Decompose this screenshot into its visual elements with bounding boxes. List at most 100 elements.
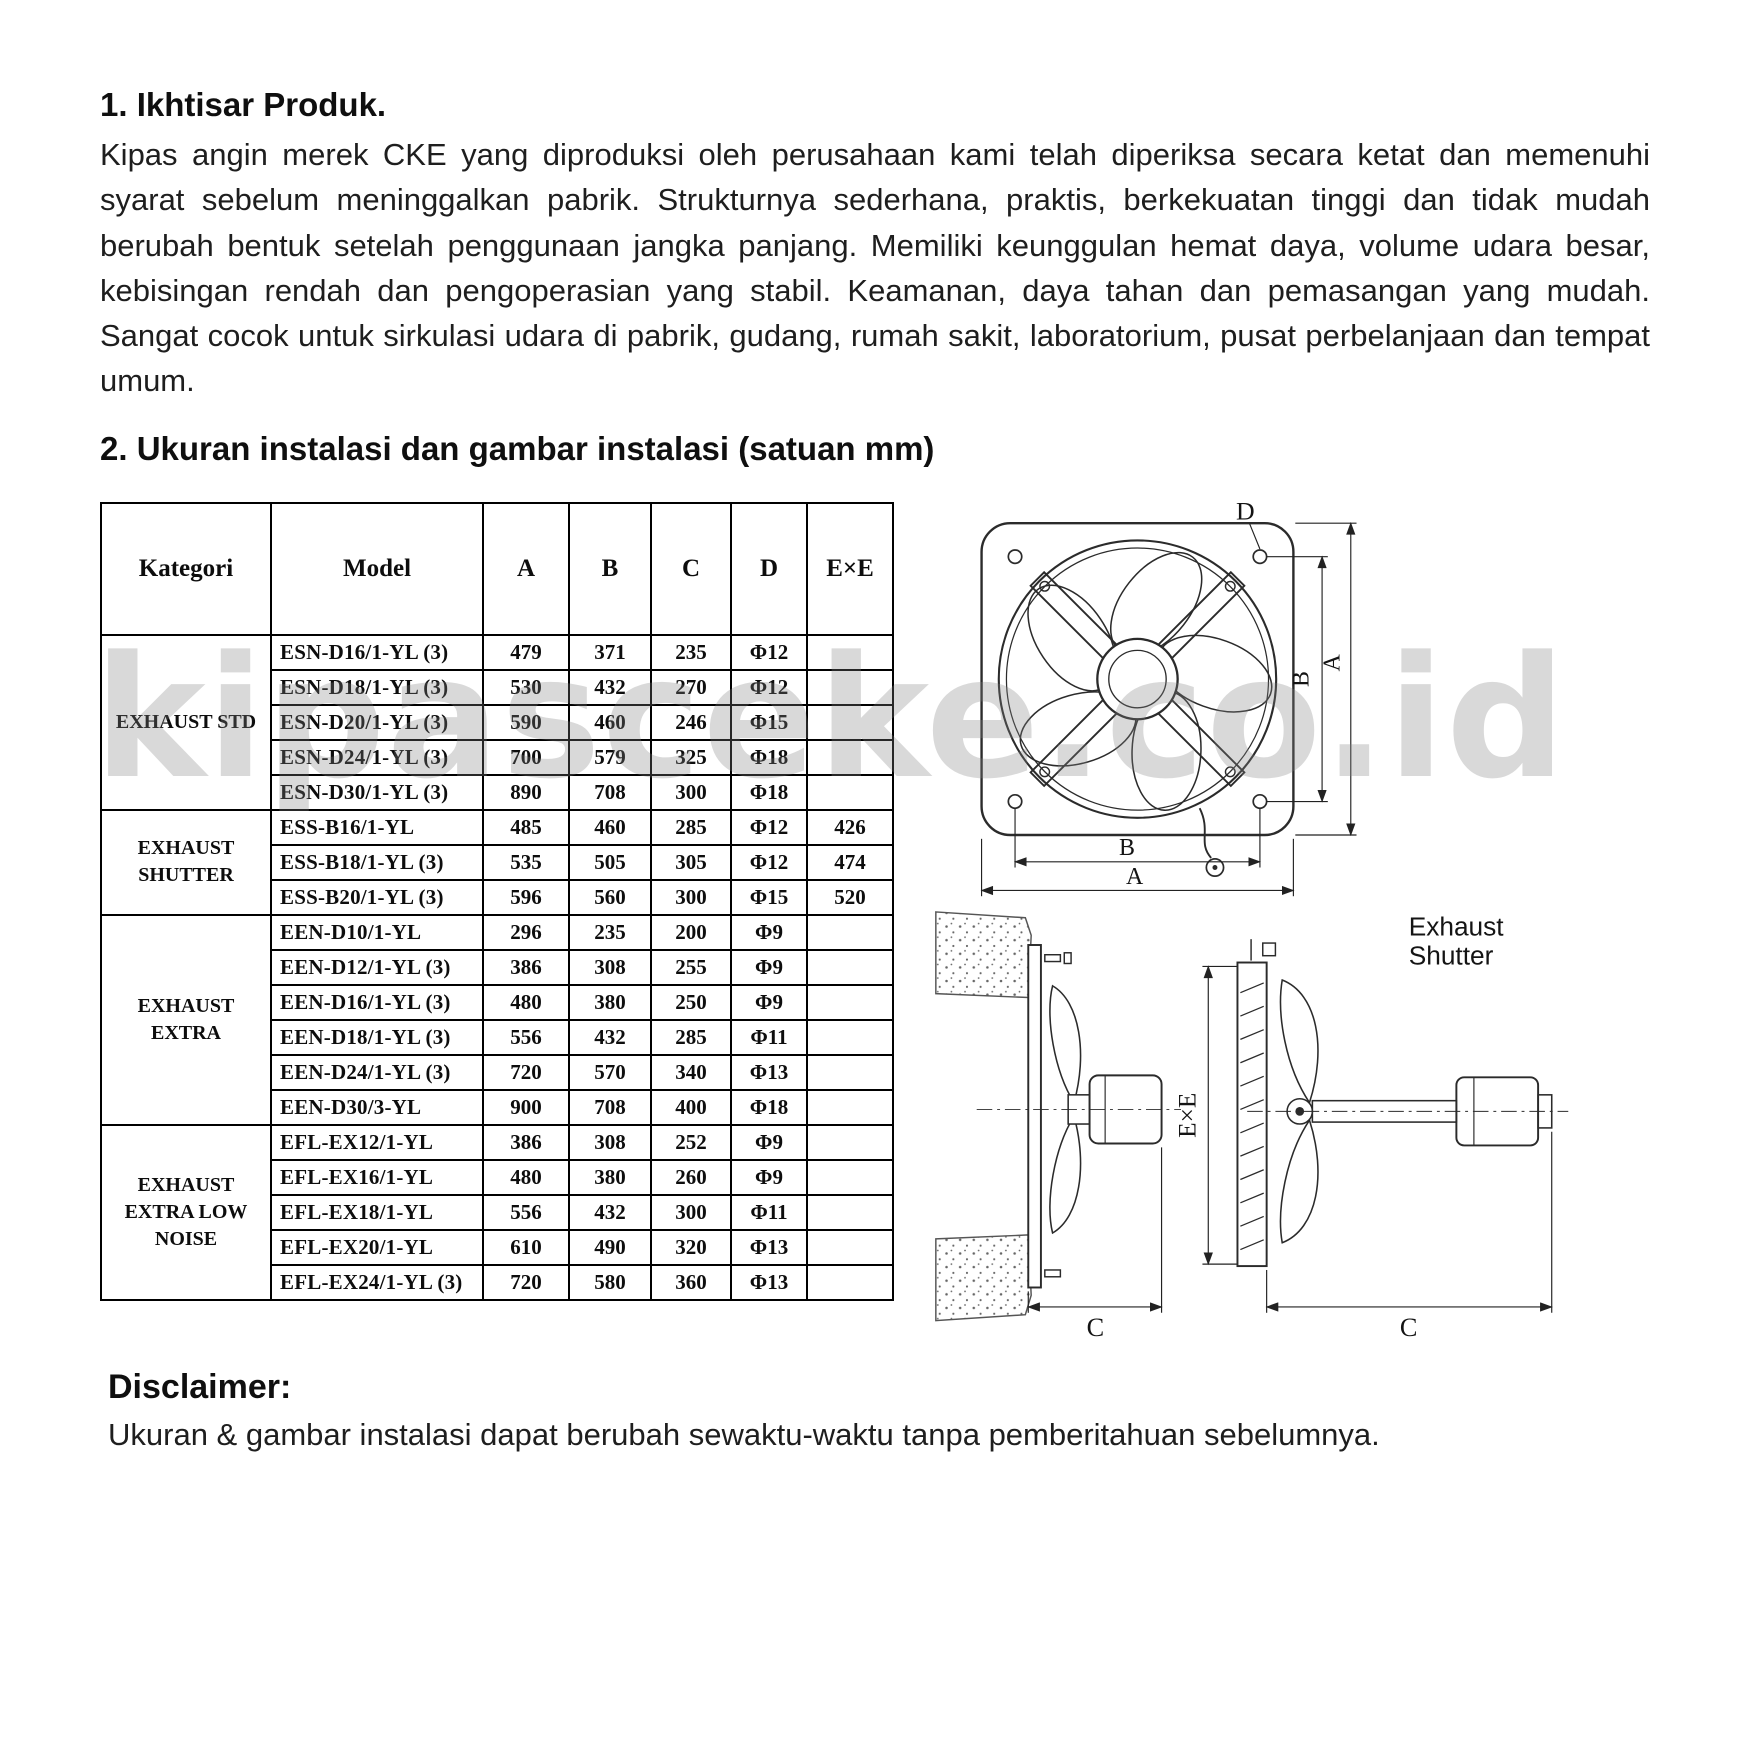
shutter-frame	[1236, 961, 1268, 1267]
dim-b-cell: 371	[568, 633, 652, 671]
dim-b-cell: 380	[568, 983, 652, 1021]
motor-body-right	[1455, 1075, 1540, 1146]
dim-b-cell: 505	[568, 843, 652, 881]
dim-c-cell: 320	[650, 1228, 732, 1266]
hub-right-center	[1295, 1106, 1305, 1116]
dim-a-cell: 590	[482, 703, 570, 741]
disclaimer-body: Ukuran & gambar instalasi dapat berubah …	[108, 1416, 1380, 1452]
cord-plug-dot	[1212, 864, 1218, 870]
dim-label-exe: E×E	[1174, 1092, 1202, 1137]
dim-b-cell: 432	[568, 1193, 652, 1231]
fan-mounting-plate	[980, 521, 1295, 836]
dim-d-cell: Φ9	[730, 983, 808, 1021]
dim-d-cell: Φ12	[730, 843, 808, 881]
dim-b-cell: 708	[568, 773, 652, 811]
model-cell: EEN-D24/1-YL (3)	[270, 1053, 484, 1091]
model-cell: ESS-B18/1-YL (3)	[270, 843, 484, 881]
col-header-a: A	[482, 501, 570, 636]
dim-c-cell: 360	[650, 1263, 732, 1301]
dim-c-cell: 246	[650, 703, 732, 741]
dim-b-cell: 432	[568, 668, 652, 706]
power-cord	[1198, 807, 1212, 859]
dim-a-cell: 485	[482, 808, 570, 846]
mounting-bolts	[1044, 951, 1072, 1278]
model-cell: EEN-D12/1-YL (3)	[270, 948, 484, 986]
dim-exe-cell: 520	[806, 878, 894, 916]
dim-label-c-right: C	[1400, 1313, 1418, 1342]
dim-b-cell: 560	[568, 878, 652, 916]
model-cell: EEN-D30/3-YL	[270, 1088, 484, 1126]
dim-exe-cell	[806, 1018, 894, 1056]
dim-c-cell: 270	[650, 668, 732, 706]
col-header-exe: E×E	[806, 501, 894, 636]
dim-a-cell: 610	[482, 1228, 570, 1266]
dim-exe-cell	[806, 1158, 894, 1196]
dim-a-cell: 556	[482, 1193, 570, 1231]
dim-exe-cell	[806, 703, 894, 741]
dim-d-cell: Φ9	[730, 948, 808, 986]
category-cell: EXHAUST SHUTTER	[100, 808, 272, 916]
dim-b-cell: 570	[568, 1053, 652, 1091]
col-header-d: D	[730, 501, 808, 636]
dim-c-cell: 305	[650, 843, 732, 881]
dim-exe-cell: 426	[806, 808, 894, 846]
dim-exe-cell: 474	[806, 843, 894, 881]
dim-label-a-bottom: A	[1126, 863, 1144, 889]
model-cell: ESS-B20/1-YL (3)	[270, 878, 484, 916]
dim-d-cell: Φ18	[730, 1088, 808, 1126]
dim-d-cell: Φ13	[730, 1263, 808, 1301]
model-cell: EEN-D10/1-YL	[270, 913, 484, 951]
model-cell: EFL-EX12/1-YL	[270, 1123, 484, 1161]
dim-a-cell: 296	[482, 913, 570, 951]
dim-c-cell: 200	[650, 913, 732, 951]
dimension-b-right	[1266, 555, 1328, 803]
dim-b-cell: 708	[568, 1088, 652, 1126]
dim-c-cell: 285	[650, 808, 732, 846]
col-header-c: C	[650, 501, 732, 636]
dim-exe-cell	[806, 738, 894, 776]
dim-exe-cell	[806, 633, 894, 671]
model-cell: ESN-D16/1-YL (3)	[270, 633, 484, 671]
dim-label-b-right: B	[1289, 671, 1315, 687]
section2-title: 2. Ukuran instalasi dan gambar instalasi…	[100, 429, 935, 467]
dim-d-cell: Φ18	[730, 738, 808, 776]
dim-exe-cell	[806, 1193, 894, 1231]
wall-section-top	[935, 910, 1032, 998]
model-cell: EFL-EX16/1-YL	[270, 1158, 484, 1196]
dim-b-cell: 460	[568, 703, 652, 741]
dim-exe-cell	[806, 1053, 894, 1091]
model-cell: ESN-D30/1-YL (3)	[270, 773, 484, 811]
dim-exe-cell	[806, 948, 894, 986]
dim-c-cell: 300	[650, 878, 732, 916]
dim-exe-cell	[806, 1228, 894, 1266]
category-cell: EXHAUST EXTRA LOW NOISE	[100, 1123, 272, 1301]
dim-d-cell: Φ15	[730, 878, 808, 916]
dim-d-cell: Φ13	[730, 1228, 808, 1266]
dim-b-cell: 380	[568, 1158, 652, 1196]
dim-b-cell: 579	[568, 738, 652, 776]
dim-d-cell: Φ9	[730, 1158, 808, 1196]
dim-d-cell: Φ11	[730, 1018, 808, 1056]
flange-plate	[1027, 943, 1042, 1288]
col-header-model: Model	[270, 501, 484, 636]
shutter-label-line1: Exhaust	[1409, 911, 1505, 941]
dim-label-d: D	[1236, 502, 1255, 525]
dim-d-cell: Φ12	[730, 633, 808, 671]
model-cell: ESN-D18/1-YL (3)	[270, 668, 484, 706]
dim-b-cell: 432	[568, 1018, 652, 1056]
dim-a-cell: 890	[482, 773, 570, 811]
dim-b-cell: 235	[568, 913, 652, 951]
dim-a-cell: 700	[482, 738, 570, 776]
